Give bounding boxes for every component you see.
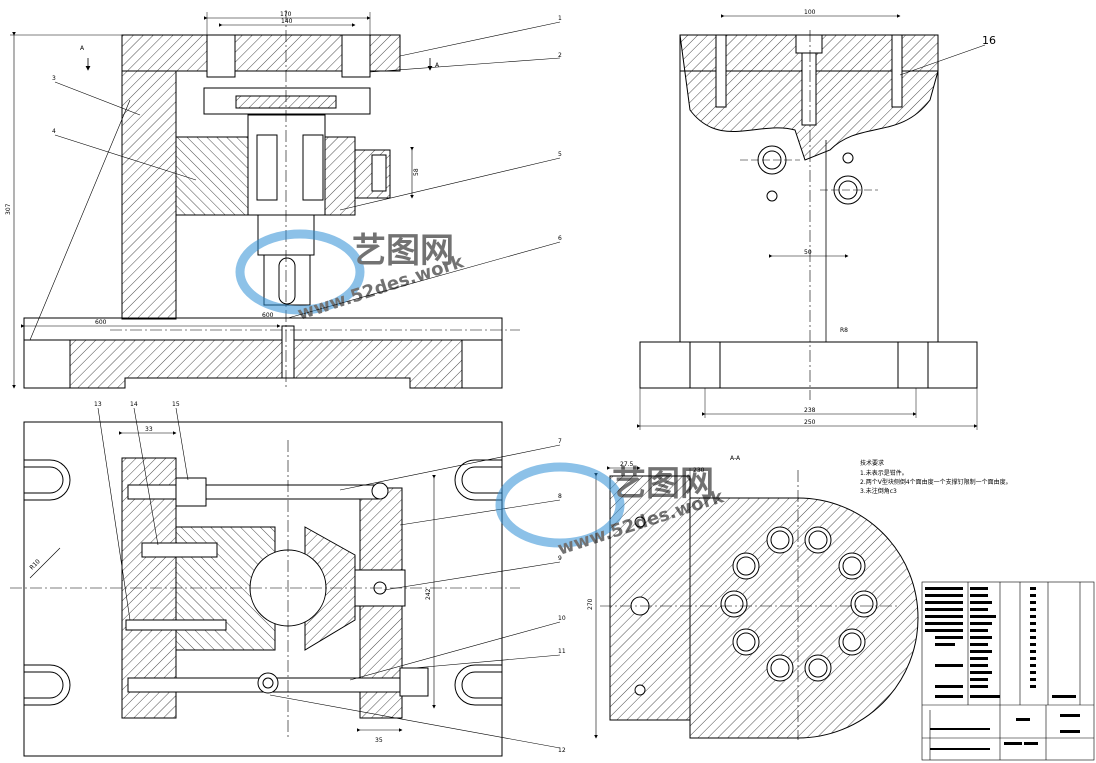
svg-text:艺图网: 艺图网: [612, 464, 714, 504]
callout-6: 6: [558, 235, 562, 242]
plan-view: [10, 407, 561, 757]
front-view-labels: 170 140 307 600 600 58 A A 1 2 3 4 5 6: [5, 11, 562, 326]
section-marker-right: A: [435, 62, 440, 69]
section-dim-height: 270: [587, 598, 594, 610]
section-view-labels: A-A 27.5 230 270: [587, 455, 741, 610]
dim-top-inner: 140: [281, 18, 293, 25]
callout-1: 1: [558, 15, 562, 22]
dim-base-gap: 600: [262, 312, 274, 319]
section-dim-offset: 27.5: [620, 461, 634, 468]
plan-dim-top: 33: [145, 426, 153, 433]
side-view: [637, 14, 986, 430]
front-view: [10, 10, 561, 390]
watermark-top: 艺图网 www.52des.work: [235, 229, 467, 325]
side-base: [639, 341, 978, 389]
base-section: [69, 339, 463, 389]
callout-13: 13: [94, 401, 102, 408]
callout-3: 3: [52, 75, 56, 82]
callout-5: 5: [558, 151, 562, 158]
dim-top-outer: 170: [280, 11, 292, 18]
callout-12: 12: [558, 747, 566, 754]
callout-16: 16: [982, 34, 996, 47]
callout-10: 10: [558, 615, 566, 622]
clamp-body: [175, 136, 249, 216]
dim-base-width: 600: [95, 319, 107, 326]
side-dim-inner-base: 238: [804, 407, 816, 414]
callout-4: 4: [52, 128, 56, 135]
side-view-labels: 100 50 238 250 R8 16: [804, 9, 996, 426]
svg-text:艺图网: 艺图网: [352, 231, 454, 271]
tech-note-3: 3.未注倒角c3: [860, 487, 897, 495]
title-block-rows: [925, 587, 1080, 750]
callout-2: 2: [558, 52, 562, 59]
plan-dim-bottom: 35: [375, 737, 383, 744]
callout-14: 14: [130, 401, 138, 408]
callout-8: 8: [558, 493, 562, 500]
hole-pattern: [720, 526, 878, 682]
v-block-left: [175, 526, 276, 651]
plan-dim-angle: R10: [28, 558, 41, 571]
section-view: [594, 466, 919, 740]
section-title: A-A: [730, 455, 741, 462]
side-dim-fillet: R8: [840, 327, 848, 334]
callout-9: 9: [558, 555, 562, 562]
callout-15: 15: [172, 401, 180, 408]
side-dim-top: 100: [804, 9, 816, 16]
side-dim-outer-base: 250: [804, 419, 816, 426]
tech-notes: 技术要求 1.未表示是钳件。 2.两个V型块侧倒4个面由度一个支撑钉限制一个面由…: [860, 459, 1012, 495]
tech-note-1: 1.未表示是钳件。: [860, 469, 908, 477]
callout-7: 7: [558, 438, 562, 445]
plan-dim-height: 242: [425, 588, 432, 600]
dim-height: 307: [5, 203, 12, 215]
title-block: [921, 581, 1095, 761]
section-outline: [609, 475, 919, 739]
section-marker-left: A: [80, 45, 85, 52]
plan-view-labels: 33 35 242 R10 13 14 15 7 8 9 10 11 12: [28, 401, 565, 754]
section-dim-right: 230: [693, 467, 705, 474]
side-dim-center: 50: [804, 249, 812, 256]
dim-slot: 58: [413, 168, 420, 176]
callout-11: 11: [558, 648, 566, 655]
plan-outline: [23, 421, 503, 757]
tech-note-2: 2.两个V型块侧倒4个面由度一个支撑钉限制一个面由度。: [860, 478, 1012, 486]
tech-notes-heading: 技术要求: [860, 459, 884, 467]
left-column: [121, 70, 177, 320]
